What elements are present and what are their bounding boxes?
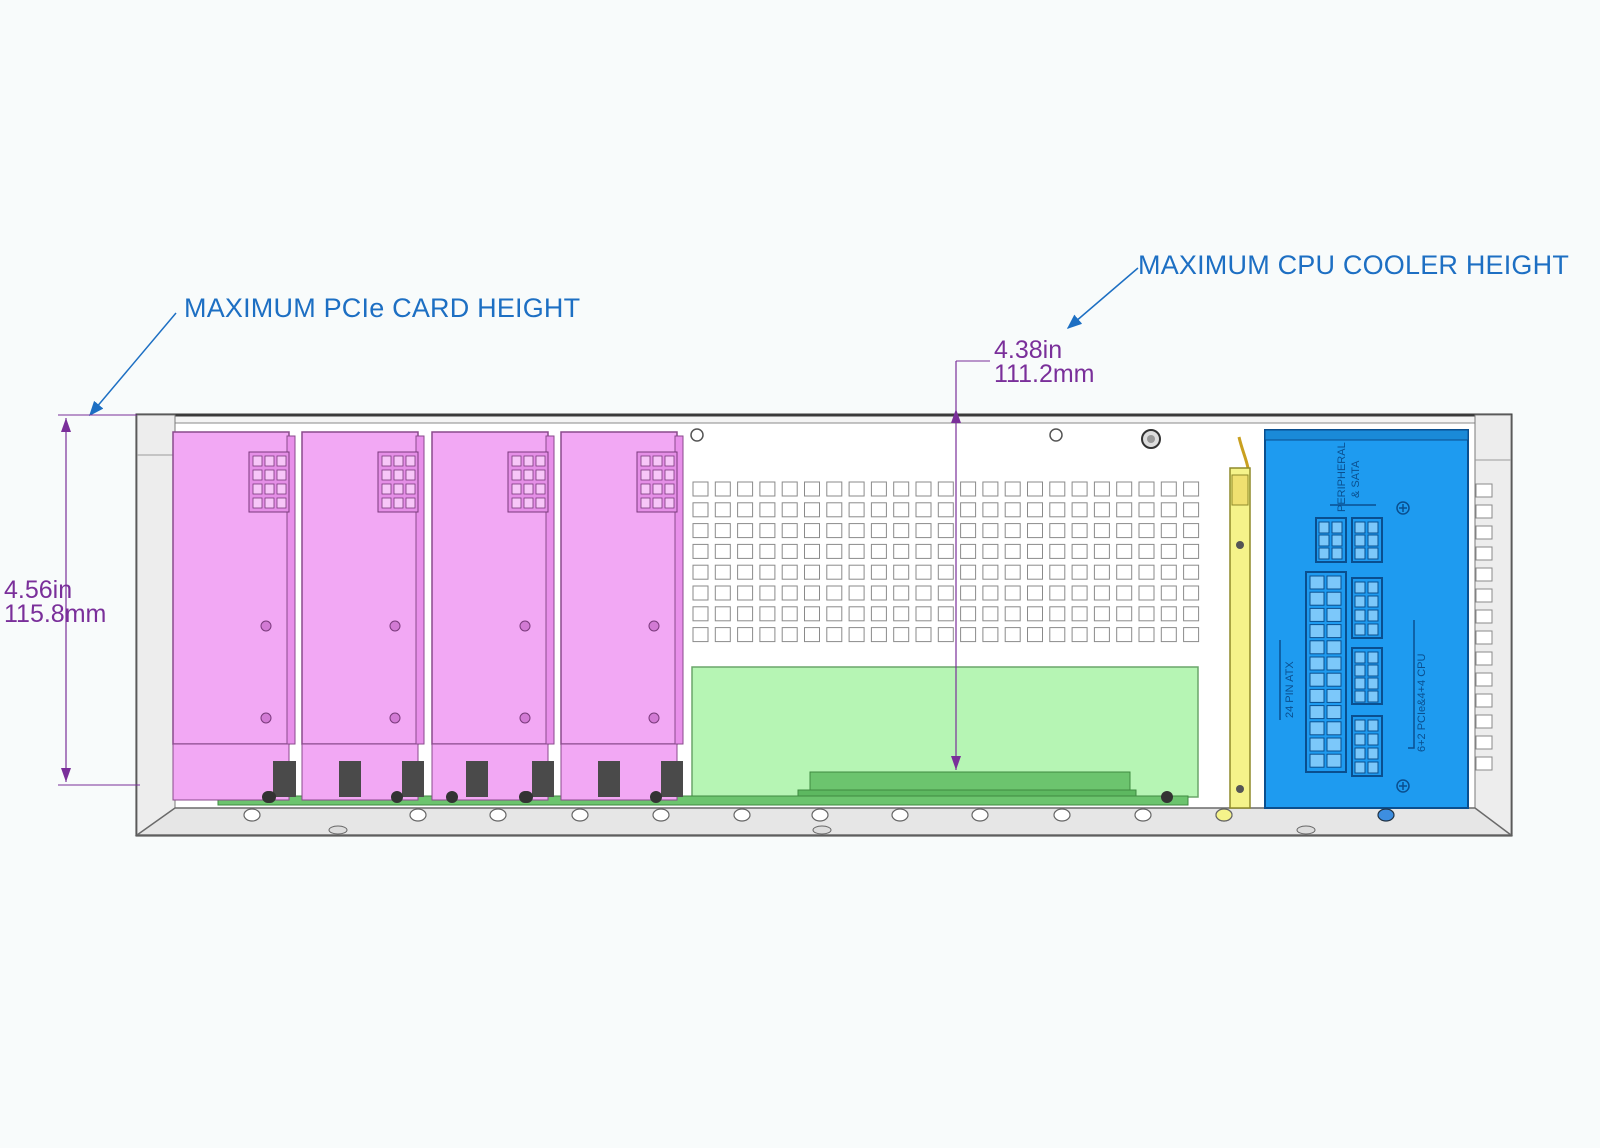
pcie-card-4: [560, 431, 684, 803]
power-supply: PERIPHERAL & SATA 24 PIN ATX 6+2 PCIe&4+…: [1264, 429, 1469, 809]
callout-leaders: [89, 267, 1139, 417]
ssd-bracket: [1229, 436, 1251, 809]
pcie-dimension-line: [58, 414, 140, 786]
cpu-height-inches: 4.38in: [994, 336, 1063, 364]
psu-cpu-label: 6+2 PCIe&4+4 CPU: [1416, 653, 1428, 752]
cpu-cooler-height-callout: MAXIMUM CPU COOLER HEIGHT: [1138, 250, 1570, 280]
pcie-card-3: [431, 431, 555, 803]
pcie-cards: [172, 431, 684, 803]
psu-peripheral-label: PERIPHERAL: [1336, 442, 1348, 512]
cpu-dimension-label: 4.38in 111.2mm: [994, 336, 1095, 388]
pcie-dimension-label: 4.56in 115.8mm: [4, 576, 107, 628]
rear-vent-grid: [685, 448, 1205, 658]
side-rail-vents: [1475, 483, 1493, 771]
pcie-height-inches: 4.56in: [4, 576, 73, 604]
psu-atx-label: 24 PIN ATX: [1284, 661, 1296, 718]
motherboard: [217, 666, 1199, 806]
cpu-dimension-line: [951, 360, 990, 770]
pcie-card-1: [172, 431, 296, 803]
bottom-screw-holes: [243, 808, 1395, 835]
pcie-height-mm: 115.8mm: [4, 600, 107, 628]
psu-sata-label: & SATA: [1350, 460, 1362, 498]
top-screws: [690, 428, 1161, 449]
pcie-card-2: [301, 431, 425, 803]
cpu-height-mm: 111.2mm: [994, 360, 1095, 388]
pcie-height-callout: MAXIMUM PCIe CARD HEIGHT: [184, 293, 581, 323]
